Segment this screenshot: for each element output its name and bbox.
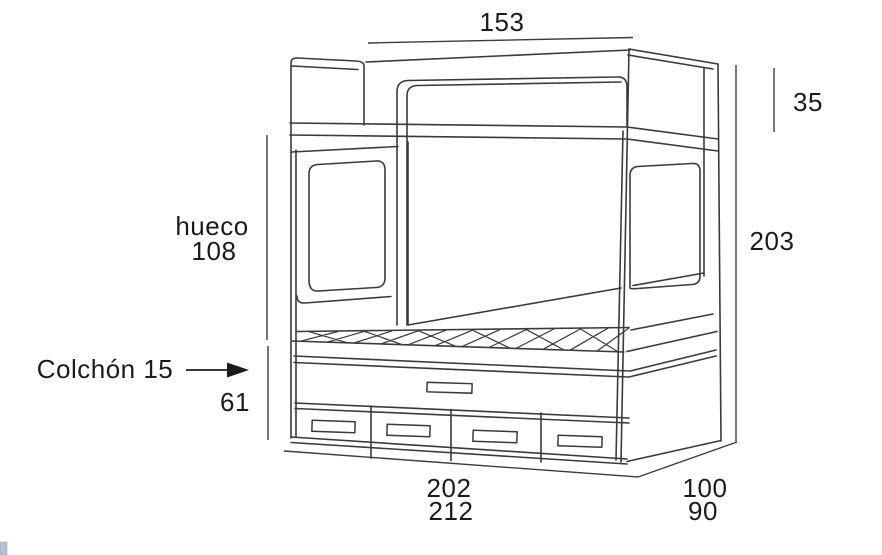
platform-right-front bbox=[626, 330, 718, 353]
dim-gap-value-label: 108 bbox=[192, 236, 237, 266]
platform-back-edge bbox=[407, 287, 622, 326]
dim-length-outer-label: 202 bbox=[427, 473, 472, 503]
guard-rail-inner bbox=[406, 81, 622, 326]
guard-rail-outer bbox=[396, 76, 628, 326]
dim-depth-line bbox=[637, 441, 738, 478]
back-rail-top bbox=[365, 49, 631, 63]
platform-right-top bbox=[630, 313, 714, 331]
drawer-4-handle[interactable] bbox=[557, 434, 603, 449]
left-support-bottom bbox=[296, 295, 392, 304]
dim-total-height-label: 203 bbox=[750, 226, 795, 256]
base-side-top-2 bbox=[628, 355, 717, 378]
dim-top-width-label: 153 bbox=[480, 7, 525, 37]
platform-back-edge-right bbox=[632, 272, 705, 287]
dimension-annotations: 153 35 203 hueco 108 Colchón 15 61 202 2… bbox=[37, 7, 823, 526]
trundle-handle[interactable] bbox=[426, 381, 473, 394]
upper-shelf-band-bottom bbox=[289, 134, 719, 152]
drawer-1-handle[interactable] bbox=[311, 419, 356, 434]
right-outer-edge bbox=[717, 63, 722, 442]
base-side-bottom bbox=[626, 439, 722, 463]
left-side-cutout bbox=[308, 160, 386, 292]
right-headboard-top-outer bbox=[628, 48, 719, 65]
bed-outline bbox=[289, 48, 722, 465]
dim-base-height-label: 61 bbox=[220, 387, 250, 417]
drawer-handles bbox=[311, 381, 603, 449]
dim-depth-inner-label: 90 bbox=[688, 496, 718, 526]
drawer-row-bottom-edge bbox=[290, 436, 628, 460]
drawer-row-top-edge bbox=[294, 407, 630, 424]
front-right-post-outer bbox=[620, 48, 630, 463]
left-headboard-inner-edge bbox=[291, 65, 359, 71]
corner-artifact bbox=[0, 541, 8, 555]
drawer-2-handle[interactable] bbox=[386, 423, 431, 438]
slats-hatching bbox=[299, 327, 630, 353]
base-top-edge-2 bbox=[293, 361, 629, 378]
right-side-cutout bbox=[629, 162, 701, 290]
trundle-bottom-edge bbox=[294, 402, 630, 419]
slat-platform-top bbox=[296, 326, 630, 333]
dim-depth-outer-label: 100 bbox=[683, 473, 728, 503]
dim-gap-word-label: hueco bbox=[175, 211, 248, 241]
dim-length-total-label: 212 bbox=[429, 496, 474, 526]
dim-top-width-line bbox=[367, 36, 634, 44]
mattress-arrow-icon bbox=[227, 362, 249, 378]
mattress-note-label: Colchón 15 bbox=[37, 354, 174, 384]
slat-platform-front bbox=[291, 340, 625, 353]
left-headboard-outline bbox=[290, 57, 365, 439]
right-headboard-top-inner bbox=[627, 54, 714, 70]
upper-box-underside bbox=[291, 145, 399, 153]
base-bottom-edge bbox=[290, 441, 628, 465]
base-top-edge-1 bbox=[293, 355, 630, 372]
upper-shelf-band-top bbox=[289, 122, 719, 140]
front-right-post-inner bbox=[615, 130, 624, 461]
base-side-top-1 bbox=[629, 349, 717, 372]
drawer-3-handle[interactable] bbox=[472, 429, 518, 444]
dim-length-line bbox=[283, 450, 639, 478]
dim-headboard-height-label: 35 bbox=[793, 87, 823, 117]
